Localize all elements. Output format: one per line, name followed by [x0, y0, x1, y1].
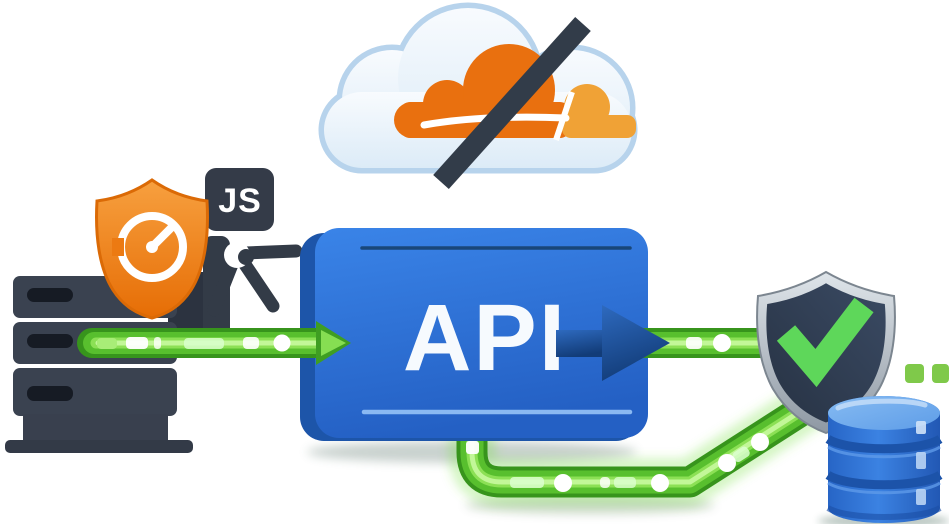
pipe-packets — [97, 334, 291, 352]
performance-shield-icon — [95, 178, 209, 320]
blocked-slash-icon — [433, 16, 591, 190]
turnstile-arm — [239, 244, 303, 260]
arrow-head — [602, 305, 670, 381]
turnstile-icon — [203, 236, 303, 340]
database-stripe — [916, 452, 926, 469]
data-dashes-icon — [905, 364, 949, 383]
pipe-arrowhead-core — [321, 330, 346, 356]
api-box-label: API — [403, 285, 567, 391]
server-base — [5, 440, 193, 453]
speedometer-icon — [112, 212, 187, 282]
js-badge-plate — [205, 168, 274, 231]
green-dash — [932, 364, 949, 383]
green-data-pipe-bottom — [448, 379, 831, 506]
server-slot — [27, 288, 73, 302]
js-badge-icon: JS — [205, 168, 274, 231]
cloudflare-cloud-blocked — [318, 2, 638, 190]
cloudflare-gap — [553, 91, 575, 141]
security-shield-icon — [756, 270, 896, 435]
server-pedestal — [23, 414, 168, 442]
gauge-hub — [146, 241, 158, 253]
gauge-gap — [112, 238, 124, 256]
database-icon — [825, 396, 943, 523]
green-data-pipe-inbound — [77, 321, 351, 365]
arrow-shaft — [556, 330, 606, 357]
database-stripe — [916, 421, 926, 434]
turnstile-hub-notch — [238, 249, 254, 265]
flow-arrow-icon — [556, 305, 670, 381]
pipe-packets — [686, 334, 731, 352]
server-slot — [27, 386, 73, 401]
database-bottom-shade — [826, 505, 942, 520]
turnstile-arm — [207, 255, 240, 317]
server-slot — [27, 334, 73, 348]
database-crevice — [825, 470, 943, 490]
database-crevice — [825, 434, 943, 454]
api-box-face — [315, 228, 648, 438]
database-stripe — [916, 489, 926, 505]
green-dash — [905, 364, 924, 383]
server-slab — [13, 368, 177, 416]
cloudflare-amber-lobe — [562, 84, 636, 138]
database-band-edge — [827, 481, 941, 495]
checkmark-icon — [776, 297, 874, 388]
js-badge-label: JS — [218, 182, 262, 220]
pipe-packets — [466, 433, 769, 492]
turnstile-arm — [235, 253, 280, 313]
database-top-highlight — [835, 398, 928, 411]
database-band-edge — [827, 445, 941, 459]
api-box: API — [300, 228, 648, 441]
